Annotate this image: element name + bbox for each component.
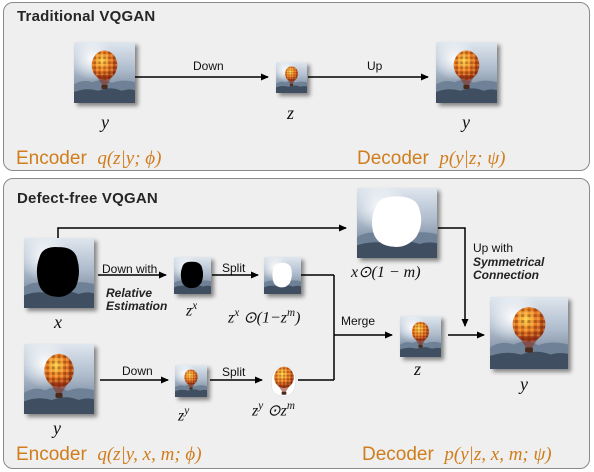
top-y-out-label: y (462, 112, 470, 132)
zx-latent-image (174, 257, 211, 294)
zy-odot-label: zy ⊙zm (252, 400, 295, 420)
top-latent-image (276, 62, 307, 93)
zx-label: zx (186, 300, 198, 320)
top-up-label: Up (367, 59, 383, 73)
zx-masked-image (264, 257, 301, 294)
relative-estimation-label: Relative Estimation (106, 286, 168, 313)
x-skip-arrow (57, 224, 347, 244)
defect-image-x (24, 238, 94, 308)
symmetrical-connection-label: Symmetrical Connection (473, 255, 545, 282)
zy-masked-balloon-image (270, 365, 298, 397)
top-encoder-label: Encoder q(z|y; ϕ) (16, 148, 162, 169)
down-with-label: Down with (102, 262, 158, 276)
bottom-y-out-label: y (520, 374, 528, 394)
split-top-label: Split (222, 261, 246, 275)
top-down-label: Down (193, 59, 224, 73)
x-odot-label: x⊙(1 − m) (351, 264, 421, 281)
up-with-label: Up with (473, 241, 514, 255)
bottom-encoder-label: Encoder q(z|y, x, m; ϕ) (16, 444, 202, 465)
defect-free-vqgan-title: Defect-free VQGAN (17, 190, 158, 207)
symmetrical-arrow (438, 227, 469, 327)
bottom-decoder-label: Decoder p(y|z, x, m; ψ) (362, 444, 552, 465)
traditional-vqgan-title: Traditional VQGAN (17, 8, 156, 25)
zy-label: zy (178, 405, 190, 425)
top-input-image (74, 42, 135, 103)
merge-label: Merge (341, 314, 376, 328)
bottom-output-image (490, 297, 568, 369)
down-label: Down (122, 364, 153, 378)
bottom-y-label: y (53, 418, 61, 438)
zx-odot-label: zx ⊙(1−zm) (228, 307, 301, 327)
zy-latent-image (175, 365, 207, 397)
top-y-label: y (101, 112, 109, 132)
top-z-label: z (287, 103, 295, 123)
merged-z-label: z (414, 359, 422, 379)
top-decoder-label: Decoder p(y|z; ψ) (357, 148, 506, 169)
merged-latent-image (400, 316, 441, 357)
x-label: x (54, 312, 62, 332)
x-masked-image (357, 188, 437, 258)
split-bottom-label: Split (222, 365, 246, 379)
top-output-image (436, 42, 497, 103)
bottom-input-image (24, 344, 94, 414)
